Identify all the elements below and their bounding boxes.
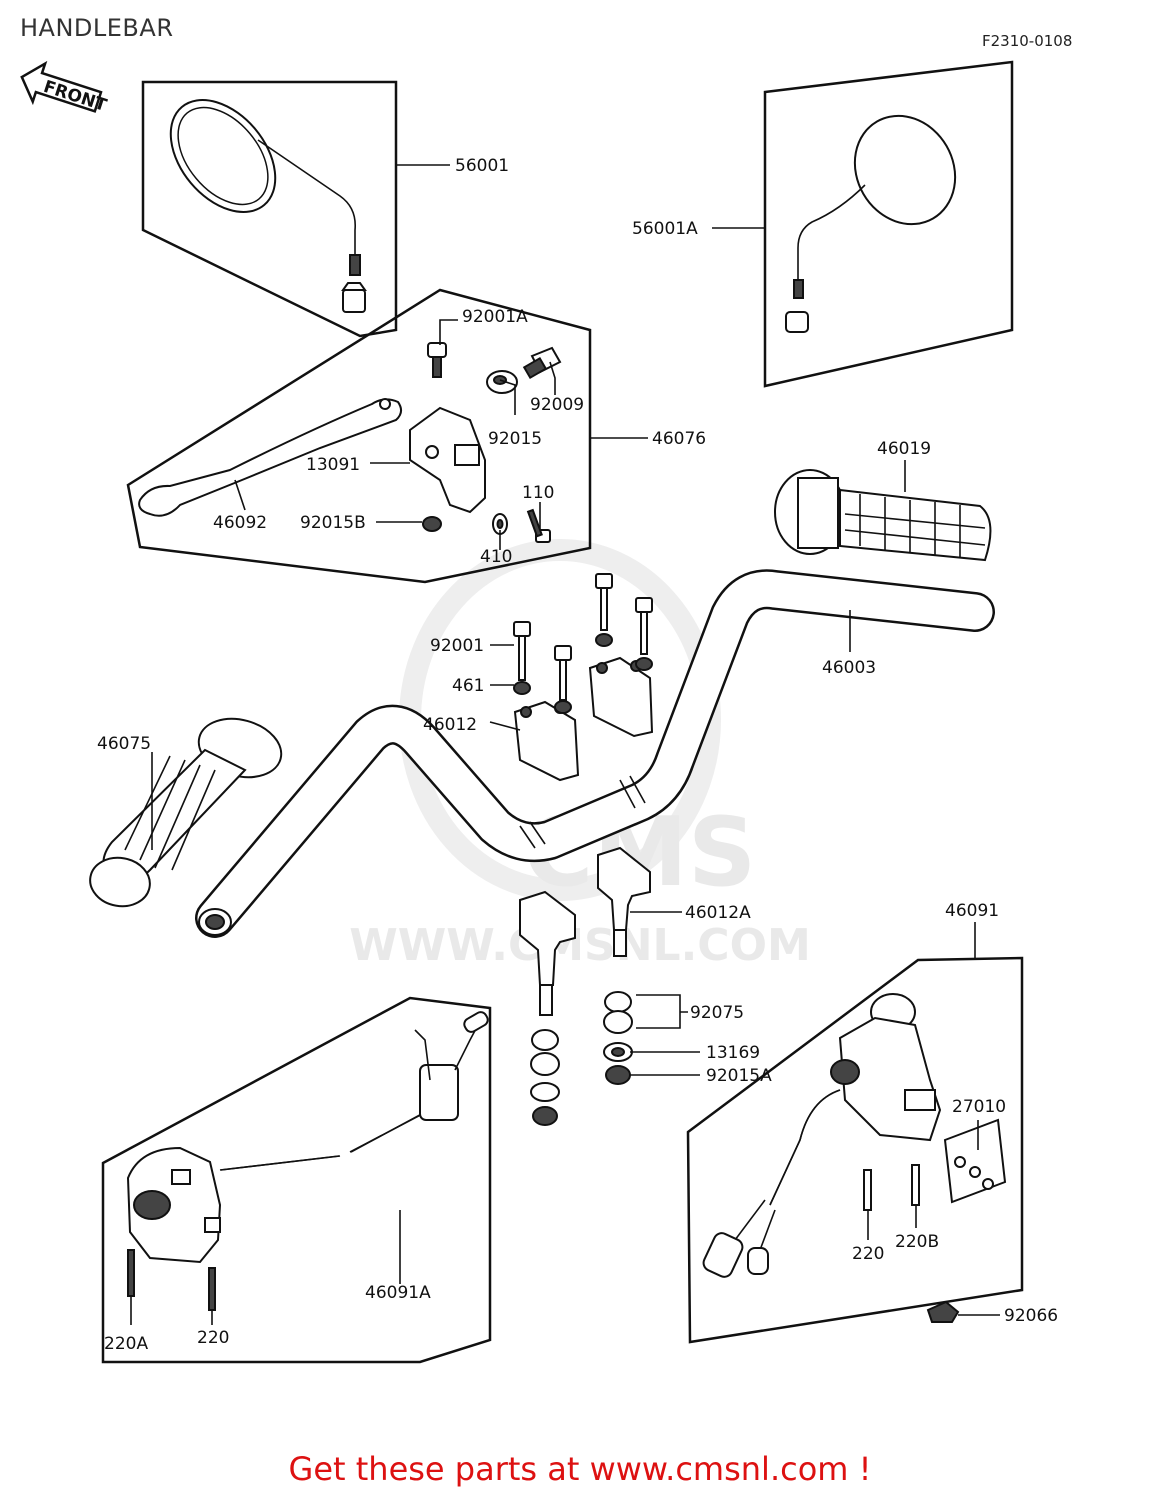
part-label-461: 461 <box>452 676 484 696</box>
part-label-220-right: 220 <box>852 1244 884 1264</box>
diagram-title: HANDLEBAR <box>20 14 174 42</box>
clamp-bolts <box>513 573 653 714</box>
part-label-46092: 46092 <box>213 513 267 533</box>
switch-housing-right <box>702 993 1007 1278</box>
bolt-92066 <box>926 1300 960 1323</box>
cap-92015 <box>486 370 518 394</box>
right-switch-frame <box>686 956 1024 1344</box>
mirror-left-frame <box>141 80 398 338</box>
holder-left <box>519 890 576 1016</box>
part-label-220b: 220B <box>895 1232 939 1252</box>
part-label-92001a: 92001A <box>462 307 528 327</box>
part-label-92015b: 92015B <box>300 513 366 533</box>
holder-right <box>597 846 651 957</box>
part-label-110: 110 <box>522 483 554 503</box>
adjuster-92009 <box>522 346 562 380</box>
switch-housing-left <box>126 1011 489 1311</box>
part-label-92066: 92066 <box>1004 1306 1058 1326</box>
footer-link-text[interactable]: Get these parts at www.cmsnl.com ! <box>288 1450 872 1488</box>
part-label-92009: 92009 <box>530 395 584 415</box>
part-label-46012a: 46012A <box>685 903 751 923</box>
part-label-27010: 27010 <box>952 1097 1006 1117</box>
damper-stack-left <box>530 1029 560 1126</box>
part-label-46091: 46091 <box>945 901 999 921</box>
bolt-92001a <box>427 342 447 378</box>
left-switch-frame <box>101 996 492 1364</box>
brake-lever <box>138 398 402 517</box>
part-label-56001: 56001 <box>455 156 509 176</box>
part-label-92015a: 92015A <box>706 1066 772 1086</box>
handlebar <box>195 569 995 938</box>
part-label-56001a: 56001A <box>632 219 698 239</box>
grip-left <box>89 717 283 908</box>
part-label-46003: 46003 <box>822 658 876 678</box>
mirror-right-frame <box>763 60 1014 388</box>
damper-stack-right <box>603 991 633 1085</box>
part-label-46075: 46075 <box>97 734 151 754</box>
part-labels: 56001 56001A 92001A 92009 92015 46076 13… <box>97 156 1058 1354</box>
part-label-13091: 13091 <box>306 455 360 475</box>
front-arrow: FRONT <box>20 60 109 116</box>
part-label-46076: 46076 <box>652 429 706 449</box>
leader-lines <box>130 164 1000 1325</box>
upper-clamp-right <box>588 656 654 738</box>
part-label-92075: 92075 <box>690 1003 744 1023</box>
part-label-92015: 92015 <box>488 429 542 449</box>
washer-410 <box>492 513 508 535</box>
upper-clamp-left <box>513 700 580 782</box>
part-label-46019: 46019 <box>877 439 931 459</box>
watermark-text: WWW.CMSNL.COM <box>349 920 811 971</box>
master-cylinder-bracket <box>409 406 486 514</box>
lever-assembly-frame <box>126 288 592 584</box>
part-label-46012: 46012 <box>423 715 477 735</box>
part-label-220a: 220A <box>104 1334 148 1354</box>
nut-92015b <box>422 516 442 532</box>
part-label-410: 410 <box>480 547 512 567</box>
part-label-13169: 13169 <box>706 1043 760 1063</box>
part-label-46091a: 46091A <box>365 1283 431 1303</box>
grip-right <box>774 469 992 562</box>
bolt-110 <box>526 508 551 543</box>
mirror-right <box>785 114 957 333</box>
part-label-92001: 92001 <box>430 636 484 656</box>
part-label-220-left: 220 <box>197 1328 229 1348</box>
mirror-left <box>169 99 367 313</box>
figure-code: F2310-0108 <box>982 32 1073 50</box>
